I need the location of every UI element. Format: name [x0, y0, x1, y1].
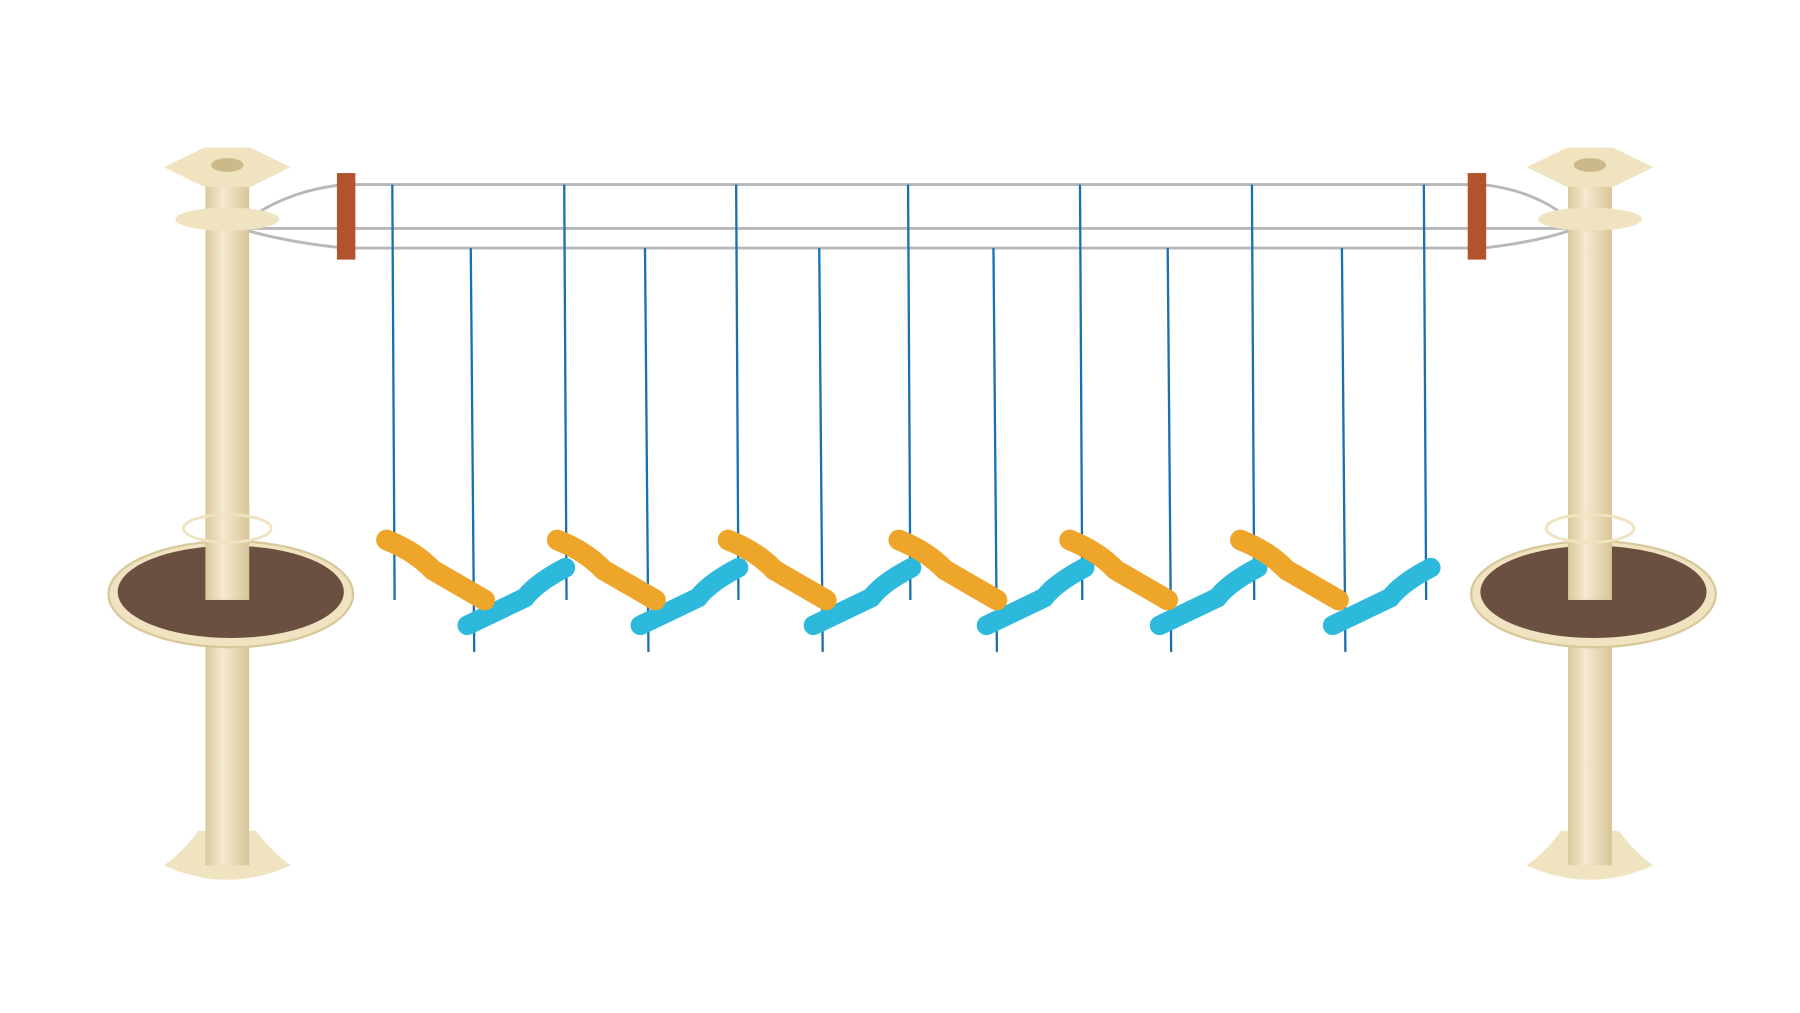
pole-left	[107, 147, 355, 880]
cable-collar	[175, 207, 280, 231]
rope-upper	[391, 184, 396, 600]
cable-collar	[1538, 207, 1642, 231]
poles	[107, 147, 1717, 880]
pole-upper-section	[205, 507, 250, 600]
blue-log	[1149, 557, 1268, 636]
hanging-ropes	[391, 184, 1428, 652]
orange-log	[717, 529, 837, 611]
rope-lower	[1340, 248, 1347, 652]
orange-log	[376, 529, 495, 611]
blue-log	[803, 557, 922, 636]
blue-log	[976, 557, 1095, 636]
rope-upper	[563, 184, 568, 600]
pole-top-opening	[1573, 158, 1607, 172]
rope-upper	[1078, 184, 1084, 600]
rope-upper	[906, 184, 912, 600]
blue-log	[457, 557, 576, 636]
rope-lower	[1166, 248, 1173, 652]
rope-upper	[1422, 184, 1428, 600]
rope-upper	[735, 184, 740, 600]
wood-block	[1467, 173, 1487, 260]
orange-log	[1059, 529, 1179, 611]
wood-block	[336, 173, 356, 260]
logs	[376, 529, 1441, 636]
pole-right	[1470, 147, 1717, 880]
orange-log	[1229, 529, 1349, 611]
rope-lower	[992, 248, 999, 652]
blue-log	[630, 557, 749, 636]
orange-log	[888, 529, 1008, 611]
rope-upper	[1250, 184, 1256, 600]
blue-log	[1322, 557, 1441, 636]
safety-ring	[182, 513, 273, 544]
pole-upper-section	[1568, 507, 1612, 600]
orange-log	[546, 529, 666, 611]
safety-ring	[1544, 513, 1636, 544]
rope-lower	[818, 248, 824, 652]
pole-top-opening	[211, 158, 244, 172]
